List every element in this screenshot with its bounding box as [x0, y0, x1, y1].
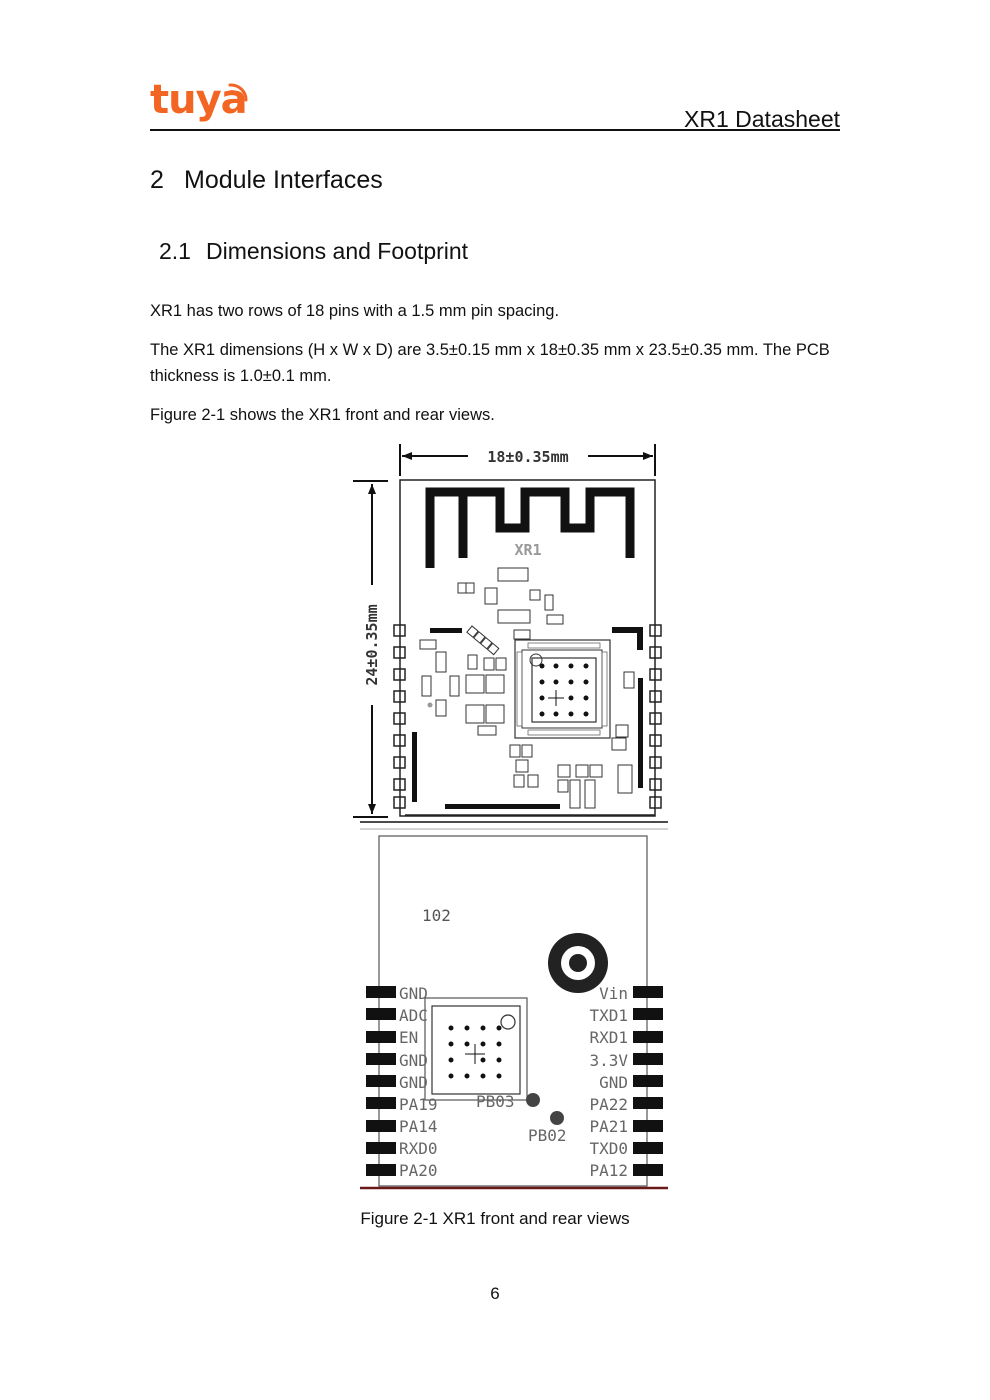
- page-number: 6: [490, 1284, 500, 1303]
- subsection-title: Dimensions and Footprint: [206, 238, 469, 264]
- pad-label-pb03: PB03: [476, 1092, 515, 1111]
- pin-label-right-9: PA12: [589, 1161, 628, 1180]
- front-silkscreen: XR1: [514, 541, 541, 559]
- pin-label-left-8: RXD0: [399, 1139, 438, 1158]
- section-number: 2: [150, 166, 164, 194]
- pin-label-right-3: RXD1: [589, 1028, 628, 1047]
- rear-marking: 102: [422, 906, 451, 925]
- wifi-wave-icon: [228, 83, 248, 102]
- pin-label-left-7: PA14: [399, 1117, 438, 1136]
- width-dimension-label: 18±0.35mm: [487, 448, 568, 466]
- pin-label-left-5: GND: [399, 1073, 428, 1092]
- paragraph-figure-ref: Figure 2-1 shows the XR1 front and rear …: [150, 406, 495, 424]
- subsection-number: 2.1: [159, 238, 191, 264]
- pad-label-pb02: PB02: [528, 1126, 567, 1145]
- tuya-logo: tuya: [150, 77, 248, 123]
- pin-label-left-1: GND: [399, 984, 428, 1003]
- pin-label-left-4: GND: [399, 1051, 428, 1070]
- pin-label-right-8: TXD0: [589, 1139, 628, 1158]
- pin-label-left-3: EN: [399, 1028, 418, 1047]
- pin-label-left-2: ADC: [399, 1006, 428, 1025]
- front-view: 18±0.35mm 24±0.35mm XR1: [353, 444, 662, 818]
- pin-label-right-6: PA22: [589, 1095, 628, 1114]
- pin-label-left-6: PA19: [399, 1095, 438, 1114]
- pin-label-right-1: Vin: [599, 984, 628, 1003]
- section-heading: 2 Module Interfaces: [150, 166, 383, 195]
- height-dimension-label: 24±0.35mm: [363, 604, 381, 685]
- pin-label-left-9: PA20: [399, 1161, 438, 1180]
- pin-label-right-4: 3.3V: [589, 1051, 628, 1070]
- pin-label-right-7: PA21: [589, 1117, 628, 1136]
- module-figure: 18±0.35mm 24±0.35mm XR1: [353, 444, 668, 1190]
- pin-label-right-2: TXD1: [589, 1006, 628, 1025]
- header-divider: [150, 129, 840, 131]
- figure-caption: Figure 2-1 XR1 front and rear views: [360, 1209, 630, 1228]
- logo-text: tuya: [150, 77, 248, 123]
- rear-view: 102: [360, 835, 668, 1190]
- section-title: Module Interfaces: [184, 166, 383, 194]
- paragraph-dimensions: The XR1 dimensions (H x W x D) are 3.5±0…: [150, 341, 830, 385]
- subsection-heading: 2.1 Dimensions and Footprint: [159, 238, 468, 265]
- document-title: XR1 Datasheet: [684, 106, 840, 132]
- paragraph-pins: XR1 has two rows of 18 pins with a 1.5 m…: [150, 302, 560, 320]
- pin-label-right-5: GND: [599, 1073, 628, 1092]
